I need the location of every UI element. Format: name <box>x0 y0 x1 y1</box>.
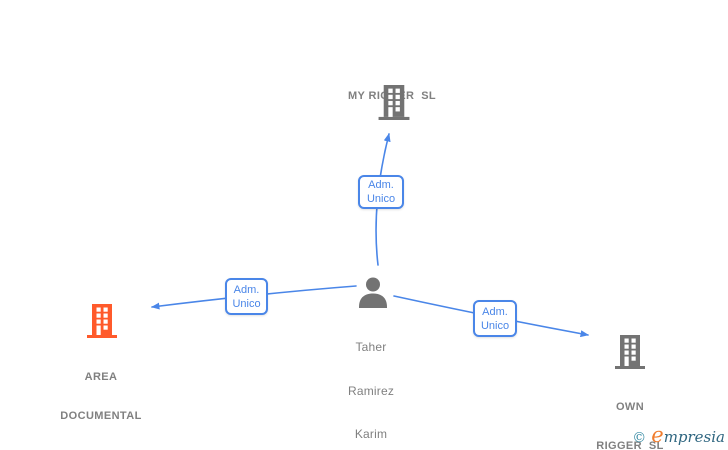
person-name-line: Ramirez <box>347 383 395 398</box>
company-name-line: DOCUMENTAL <box>60 410 142 422</box>
role-line: Unico <box>480 319 510 332</box>
person-name-line: Karim <box>354 427 388 441</box>
company-name-line: OWN <box>615 401 645 413</box>
relationship-label-top: Adm. Unico <box>358 175 404 209</box>
building-icon[interactable] <box>378 85 410 120</box>
company-name-line: AREA <box>84 371 118 383</box>
company-label-area-documental[interactable]: AREA DOCUMENTAL SL <box>31 345 171 450</box>
brand-name: mpresia <box>663 428 725 446</box>
relationship-label-right: Adm. Unico <box>473 300 517 337</box>
role-line: Unico <box>366 193 396 205</box>
relationship-label-left: Adm. Unico <box>225 278 268 315</box>
company-label-own-rigger[interactable]: OWN RIGGER SL <box>560 375 700 450</box>
person-name-line: Taher <box>355 340 387 354</box>
copyright-icon: © <box>632 430 647 446</box>
role-line: Adm. <box>482 305 508 318</box>
empresia-logo[interactable]: © e mpresia <box>632 423 725 447</box>
role-line: Adm. <box>233 283 260 296</box>
person-label-taher-ramirez-karim[interactable]: Taher Ramirez Karim <box>311 311 431 450</box>
role-line: Adm. <box>368 179 394 191</box>
building-icon[interactable] <box>87 304 117 338</box>
company-name-line: RIGGER SL <box>596 440 664 450</box>
building-icon[interactable] <box>615 335 645 369</box>
person-icon[interactable] <box>357 276 389 308</box>
brand-initial: e <box>651 423 664 447</box>
role-line: Unico <box>232 297 261 310</box>
